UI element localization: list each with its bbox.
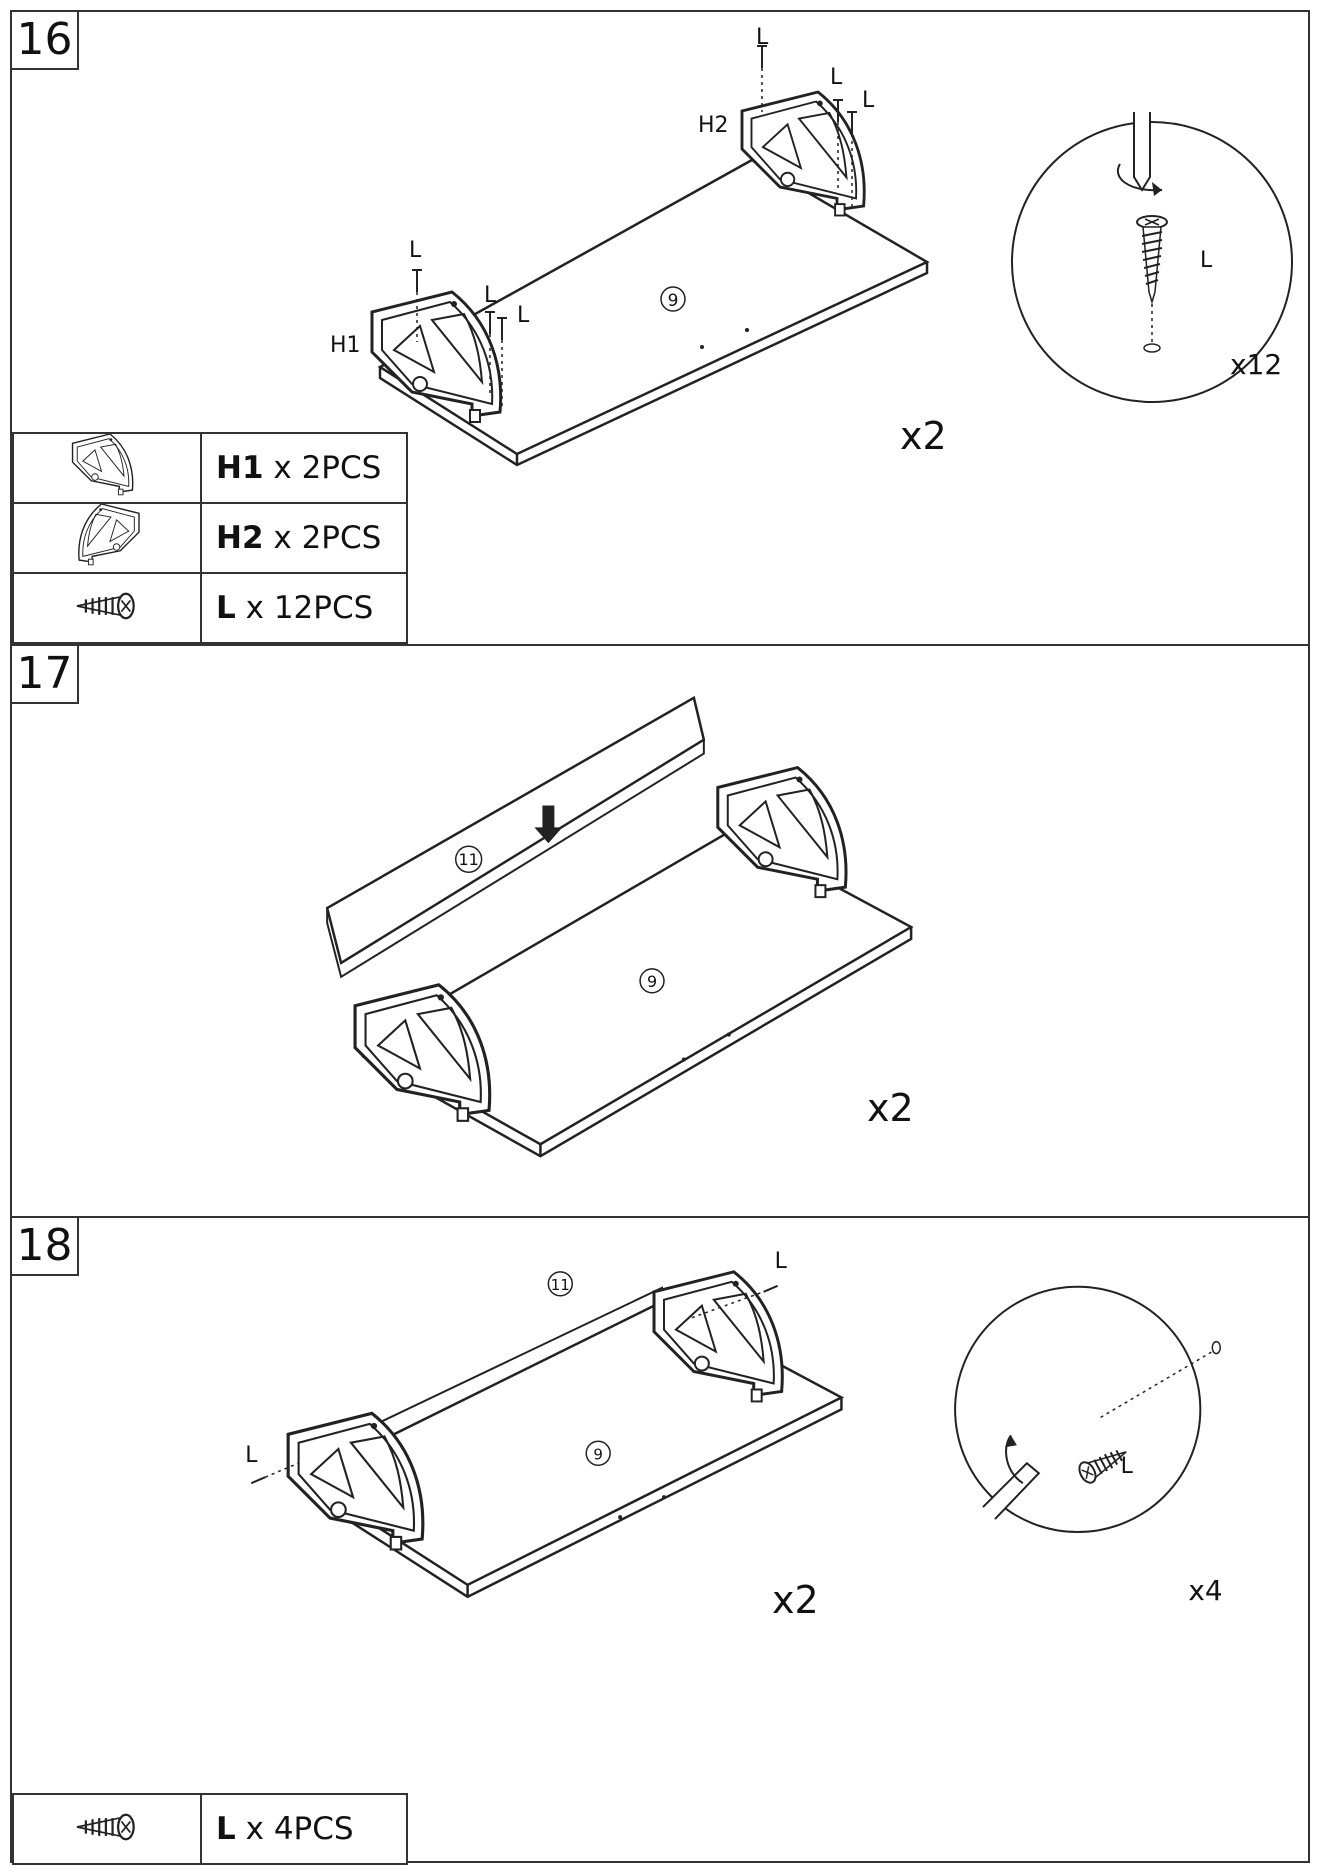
hinge-h1-icon: [71, 433, 134, 496]
step-17: 11 9 17 x2: [12, 644, 1308, 1216]
step-16: L L L L L L H1 H2 9 L x12 16 x2: [12, 12, 1308, 644]
step-number: 16: [12, 12, 79, 70]
assembly-instructions-page: L L L L L L H1 H2 9 L x12 16 x2: [10, 10, 1310, 1865]
panel-9: [377, 158, 930, 467]
parts-row: L x 4PCS: [12, 1793, 408, 1865]
panel-label: 9: [593, 1445, 603, 1463]
screw-label: L: [484, 283, 497, 308]
board-label: 11: [459, 850, 479, 869]
screw-detail-circle: L x12: [1011, 112, 1293, 403]
screw-icon: [75, 592, 135, 620]
part-picture: [12, 432, 202, 504]
screw-label: L: [756, 25, 769, 50]
panel-label: 9: [647, 972, 657, 991]
detail-screw-label: L: [1200, 248, 1213, 273]
screw-label: L: [409, 238, 422, 263]
screw-icon: [75, 1813, 135, 1841]
screw-label: L: [775, 1249, 788, 1274]
part-picture: [12, 1793, 202, 1865]
step-number: 18: [12, 1218, 79, 1276]
panel-label-circle: [660, 286, 686, 312]
detail-screw-label: L: [1121, 1454, 1134, 1479]
detail-count: x12: [1230, 348, 1282, 381]
part-label: L x 4PCS: [200, 1793, 408, 1865]
parts-list: H1 x 2PCS H2 x 2PCS L x 12PCS: [12, 432, 408, 644]
screw-label: L: [245, 1443, 258, 1468]
detail-count: x4: [1188, 1574, 1222, 1607]
step-multiplier: x2: [772, 1578, 819, 1622]
screw-label: L: [830, 65, 843, 90]
screw-detail-circle: L x4: [954, 1285, 1223, 1607]
screw-label: L: [862, 88, 875, 113]
part-label: H2 x 2PCS: [200, 502, 408, 574]
part-picture: [12, 502, 202, 574]
parts-row: H1 x 2PCS: [12, 432, 408, 504]
parts-row: H2 x 2PCS: [12, 502, 408, 574]
parts-row: L x 12PCS: [12, 572, 408, 644]
part-label: L x 12PCS: [200, 572, 408, 644]
step-17-illustration: 11 9: [325, 695, 914, 1158]
panel-label: 9: [668, 291, 679, 311]
hinge-label-h1: H1: [330, 333, 361, 358]
step-multiplier: x2: [867, 1086, 914, 1130]
step-18-illustration: 11 9 L L: [245, 1249, 1223, 1607]
step-18: 11 9 L L: [12, 1216, 1308, 1865]
part-picture: [12, 572, 202, 644]
board-label: 11: [551, 1276, 570, 1294]
parts-list: L x 4PCS: [12, 1793, 408, 1865]
step-number: 17: [12, 646, 79, 704]
step-multiplier: x2: [900, 414, 947, 458]
board-11: 11: [325, 695, 706, 979]
hinge-h2-icon: [78, 503, 140, 566]
step-16-illustration: L L L L L L H1 H2 9 L x12: [330, 25, 1293, 467]
part-label: H1 x 2PCS: [200, 432, 408, 504]
hinge-label-h2: H2: [698, 113, 729, 138]
screw-label: L: [517, 303, 530, 328]
